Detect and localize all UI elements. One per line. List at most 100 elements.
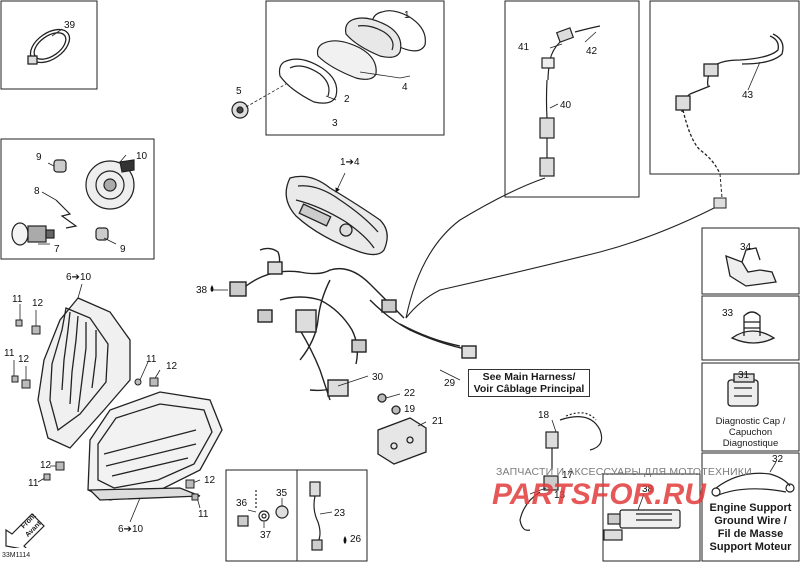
- part-label: 11: [146, 354, 157, 365]
- part-label: 38: [642, 484, 654, 495]
- tie-strap-part: [27, 28, 71, 65]
- inset-frame-bulb: [0, 138, 155, 260]
- diag-line-3: Diagnostique: [722, 438, 779, 449]
- drop-icon: [343, 536, 347, 544]
- drop-icons: [210, 285, 347, 544]
- front-direction-marker: Front Avant: [4, 508, 48, 551]
- frame-bracket: [229, 247, 477, 401]
- part-label: 18: [538, 410, 550, 421]
- inset-frame-34: [701, 227, 800, 295]
- part-label: 1➔4: [340, 157, 360, 168]
- part-label: 41: [518, 42, 530, 53]
- hardware-bolts: [11, 319, 199, 501]
- part-label: 11: [4, 348, 15, 359]
- main-harness-line-1: See Main Harness/: [482, 371, 576, 383]
- ground-line-1: Engine Support: [709, 502, 792, 514]
- inset-frame-39: [0, 0, 98, 90]
- main-harness-callout: See Main Harness/ Voir Câblage Principal: [468, 369, 590, 397]
- part-label: 6➔10: [118, 524, 144, 535]
- push-rivet-33: [730, 311, 776, 344]
- part-label: 12: [204, 475, 216, 486]
- part-label: 17: [562, 470, 574, 481]
- watermark-russian-text: ЗАПЧАСТИ И АКСЕССУАРЫ ДЛЯ МОТОТЕХНИКИ: [496, 466, 752, 478]
- inset-frame-32: [701, 452, 800, 562]
- part-label: 6➔10: [66, 272, 92, 283]
- clip-34: [725, 247, 777, 287]
- part-label: 12: [166, 361, 178, 372]
- part-label: 37: [260, 530, 272, 541]
- inset-frame-sensor: [504, 0, 640, 198]
- inset-frame-38: [602, 473, 701, 562]
- part-label: 31: [738, 370, 750, 381]
- instrument-cluster: [285, 175, 388, 256]
- diagnostic-cap-caption: Diagnostic Cap / Capuchon Diagnostique: [704, 416, 797, 449]
- watermark-brand-parts: PARTS: [492, 478, 591, 511]
- part-label: 23: [334, 508, 346, 519]
- part-label: 11: [28, 478, 39, 489]
- part-label: 13: [554, 490, 566, 501]
- part-label: 22: [404, 388, 416, 399]
- part-label: 35: [276, 488, 288, 499]
- part-label: 11: [198, 509, 209, 520]
- part-label: 29: [444, 378, 456, 389]
- part-label: 12: [40, 460, 52, 471]
- part-label: 2: [344, 94, 350, 105]
- ground-line-4: Support Moteur: [709, 541, 792, 553]
- harness-run-to-43: [405, 203, 723, 319]
- drop-icon: [210, 285, 214, 292]
- part-label: 19: [404, 404, 416, 415]
- headlight-lower: [87, 391, 223, 501]
- sealant-tube-38: [603, 509, 681, 541]
- headlight-upper: [37, 297, 131, 449]
- harness-43: [675, 33, 784, 175]
- part-label: 12: [32, 298, 44, 309]
- part-label: 12: [18, 354, 30, 365]
- inset-frame-23-26: [296, 469, 368, 562]
- part-label: 40: [560, 100, 572, 111]
- diagnostic-cap-31: [727, 373, 759, 407]
- part-label: 9: [120, 244, 126, 255]
- tether-cord: [519, 412, 603, 531]
- part-label: 26: [350, 534, 362, 545]
- ground-line-3: Fil de Masse: [717, 528, 784, 540]
- diag-line-2: Capuchon: [728, 427, 773, 438]
- sensor-parts-23-26: [309, 481, 323, 551]
- ground-line-2: Ground Wire /: [714, 515, 787, 527]
- harness-run-to-40: [405, 177, 546, 319]
- ground-wire-caption: Engine Support Ground Wire / Fil de Mass…: [704, 502, 797, 554]
- part-label: 33: [722, 308, 734, 319]
- part-label: 10: [136, 151, 148, 162]
- part-label: 39: [64, 20, 76, 31]
- part-label: 1: [404, 10, 410, 21]
- part-label: 34: [740, 242, 752, 253]
- watermark-brand-for: FOR: [590, 478, 655, 511]
- inset-frame-33: [701, 295, 800, 361]
- part-labels: 39 1 2 3 4 5 41 42 40 43 9 10 8 7 9 1➔4 …: [4, 10, 784, 545]
- module-21: [377, 393, 427, 465]
- part-label: 4: [402, 82, 408, 93]
- gauge-parts: [231, 10, 426, 119]
- part-label: 7: [54, 244, 60, 255]
- part-label: 11: [12, 294, 23, 305]
- part-label: 9: [36, 152, 42, 163]
- ground-wire-32: [711, 472, 795, 497]
- part-label: 32: [772, 454, 784, 465]
- part-label: 38: [196, 285, 208, 296]
- part-label: 42: [586, 46, 598, 57]
- watermark-brand: PARTSFOR.RU: [492, 478, 706, 512]
- bulb-parts: [11, 159, 135, 246]
- diag-line-1: Diagnostic Cap /: [715, 416, 786, 427]
- main-harness-line-2: Voir Câblage Principal: [473, 383, 585, 395]
- part-label: 5: [236, 86, 242, 97]
- part-label: 3: [332, 118, 338, 129]
- document-code: 33M1114: [2, 552, 31, 559]
- part-label: 43: [742, 90, 754, 101]
- part-label: 36: [236, 498, 248, 509]
- watermark-brand-ru: .RU: [654, 478, 706, 511]
- part-label: 30: [372, 372, 384, 383]
- sensor-parts: [539, 25, 601, 177]
- inset-frame-31: [701, 362, 800, 452]
- part-label: 21: [432, 416, 444, 427]
- part-label: 8: [34, 186, 40, 197]
